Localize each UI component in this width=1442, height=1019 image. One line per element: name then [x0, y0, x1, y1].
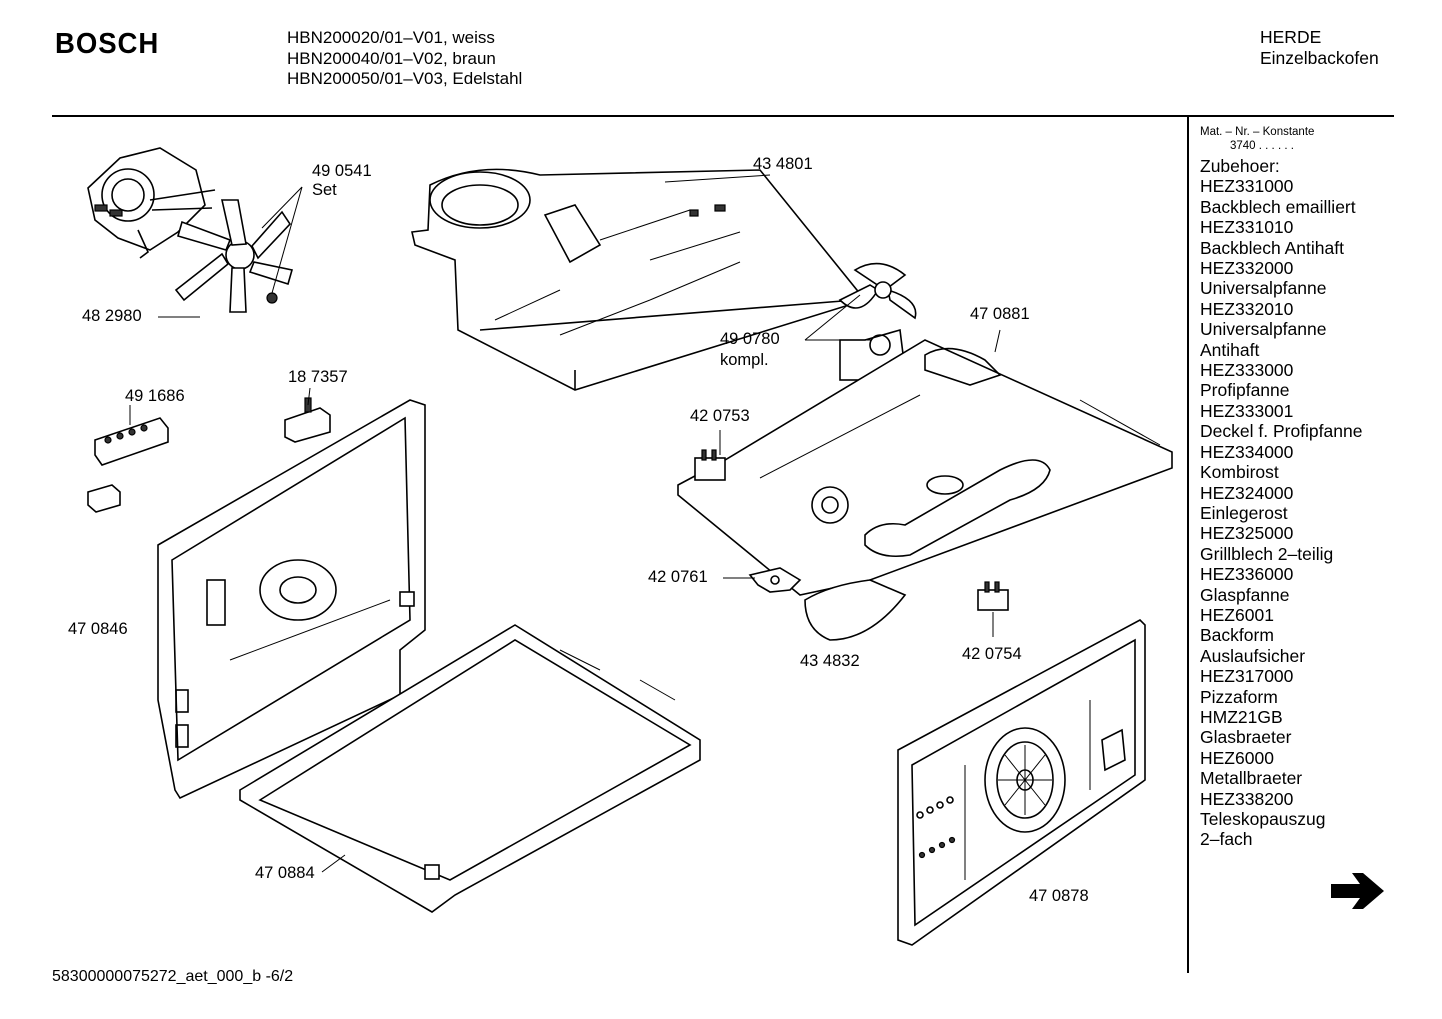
part-number: 49 0541 — [312, 162, 372, 180]
part-number: 42 0761 — [648, 568, 708, 586]
list-item: Grillblech 2–teilig — [1200, 543, 1334, 564]
thermostat-drawing — [694, 449, 726, 481]
list-item: Backblech emailliert — [1200, 196, 1356, 217]
part-number: 47 0846 — [68, 620, 128, 638]
air-duct-drawing — [411, 168, 867, 391]
model-line: HBN200050/01–V03, Edelstahl — [287, 69, 523, 88]
list-item: Teleskopauszug — [1200, 809, 1326, 829]
accessory-list: Zubehoer: HEZ331000 Backblech emailliert… — [1200, 156, 1362, 850]
document-id: 58300000075272_aet_000_b -6/2 — [52, 968, 293, 986]
list-item: Kombirost — [1200, 462, 1279, 483]
list-item: Antihaft — [1200, 339, 1260, 360]
list-item: HEZ332010 — [1200, 298, 1294, 319]
list-item: HEZ331010 — [1200, 217, 1294, 238]
list-item: Metallbraeter — [1200, 768, 1303, 789]
list-item: HMZ21GB — [1200, 706, 1283, 727]
list-item: Pizzaform — [1200, 686, 1278, 707]
list-item: HEZ334000 — [1200, 441, 1294, 462]
list-item: Auslaufsicher — [1200, 645, 1306, 666]
list-item: Profipfanne — [1200, 380, 1290, 401]
list-item: HEZ324000 — [1200, 482, 1294, 503]
list-item: HEZ325000 — [1200, 523, 1294, 544]
list-item: HEZ6000 — [1200, 747, 1274, 768]
rear-panel-drawing — [157, 399, 426, 800]
part-number: 42 0754 — [962, 645, 1022, 663]
model-list: HBN200020/01–V01, weiss HBN200040/01–V02… — [287, 28, 522, 90]
arrow-right-icon[interactable] — [1331, 873, 1384, 909]
list-item: Universalpfanne — [1200, 319, 1327, 340]
sidebar-divider — [1187, 117, 1189, 973]
list-item: HEZ338200 — [1200, 788, 1294, 809]
list-item: HEZ332000 — [1200, 258, 1294, 279]
list-item: 2–fach — [1200, 829, 1253, 850]
list-item: Backform — [1200, 625, 1274, 646]
part-number: 43 4801 — [753, 155, 813, 173]
part-number: 49 0780 — [720, 330, 780, 348]
fan-blade-drawing — [174, 199, 294, 313]
fan-motor-drawing — [87, 147, 216, 259]
list-item: HEZ317000 — [1200, 666, 1294, 687]
list-item: Universalpfanne — [1200, 278, 1327, 299]
part-note: kompl. — [720, 351, 769, 369]
front-panel-drawing — [897, 619, 1146, 946]
model-line: HBN200020/01–V01, weiss — [287, 28, 495, 47]
list-item: Backblech Antihaft — [1200, 237, 1344, 258]
list-item: HEZ333000 — [1200, 360, 1294, 381]
header-divider — [52, 115, 1394, 117]
part-number: 18 7357 — [288, 368, 348, 386]
list-item: HEZ6001 — [1200, 604, 1274, 625]
terminal-block-drawing — [87, 417, 169, 513]
bottom-tray-drawing — [239, 624, 701, 913]
list-item: HEZ336000 — [1200, 564, 1294, 585]
part-number: 48 2980 — [82, 307, 142, 325]
oven-top-plate-drawing — [677, 339, 1173, 641]
mat-nr-value: 3740 . . . . . . — [1230, 140, 1294, 152]
part-number: 43 4832 — [800, 652, 860, 670]
list-item: Einlegerost — [1200, 502, 1288, 523]
list-item: HEZ331000 — [1200, 176, 1294, 197]
part-number: 42 0753 — [690, 407, 750, 425]
list-item: Glasbraeter — [1200, 727, 1292, 748]
part-number: 47 0884 — [255, 864, 315, 882]
subcategory: Einzelbackofen — [1260, 47, 1379, 68]
accessory-heading: Zubehoer: — [1200, 156, 1280, 176]
list-item: HEZ333001 — [1200, 400, 1294, 421]
mat-nr-label: Mat. – Nr. – Konstante — [1200, 126, 1315, 138]
part-number: 47 0878 — [1029, 887, 1089, 905]
category: HERDE — [1260, 27, 1322, 47]
part-number: 47 0881 — [970, 305, 1030, 323]
switch-drawing — [284, 397, 331, 443]
thermostat-drawing — [977, 581, 1009, 611]
part-note: Set — [312, 181, 337, 199]
part-number: 49 1686 — [125, 387, 185, 405]
brand-logo: BOSCH — [55, 28, 160, 60]
category-block: HERDE Einzelbackofen — [1260, 27, 1379, 68]
doc-number: 58300000075272_aet_000_b — [52, 968, 262, 985]
model-line: HBN200040/01–V02, braun — [287, 48, 496, 68]
list-item: Glaspfanne — [1200, 584, 1290, 605]
page-number: -6/2 — [265, 968, 294, 985]
retainer-clip-drawing — [748, 567, 802, 593]
list-item: Deckel f. Profipfanne — [1200, 421, 1363, 442]
